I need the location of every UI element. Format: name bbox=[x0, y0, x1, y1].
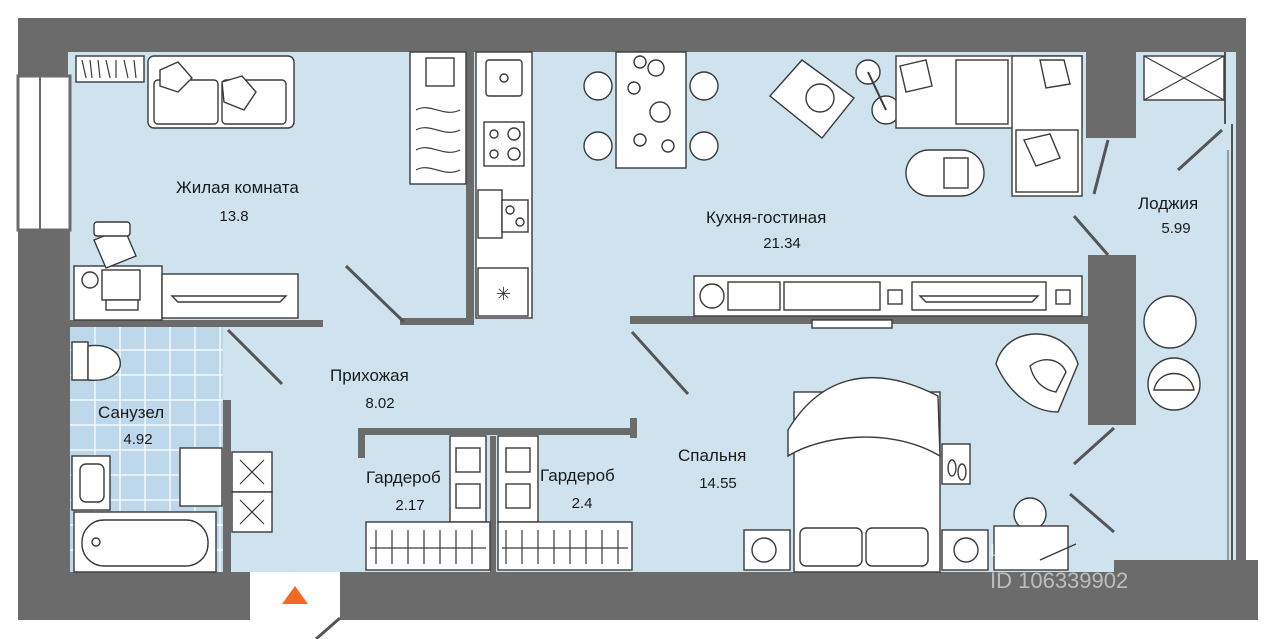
door-lines bbox=[226, 52, 1233, 560]
room-name-bedroom: Спальня bbox=[678, 446, 746, 465]
desk-icon bbox=[73, 265, 163, 321]
washing-machine-icon bbox=[179, 447, 223, 507]
media-unit-icon bbox=[693, 275, 1083, 329]
room-area-living: 13.8 bbox=[219, 208, 248, 225]
room-area-bathroom: 4.92 bbox=[123, 431, 152, 448]
oven-icon bbox=[477, 189, 529, 239]
shoe-rack-icon bbox=[231, 451, 273, 533]
room-labels: Жилая комната 13.8 Кухня-гостиная 21.34 … bbox=[98, 178, 1198, 514]
svg-text:✳: ✳ bbox=[496, 284, 511, 305]
bathroom-furniture bbox=[71, 341, 223, 573]
room-name-loggia: Лоджия bbox=[1138, 194, 1198, 213]
loggia-furniture bbox=[1143, 55, 1225, 411]
entry-arrow-icon bbox=[282, 586, 308, 604]
toilet-icon bbox=[71, 341, 121, 381]
corner-sofa-icon bbox=[895, 55, 1083, 197]
bookshelf-icon bbox=[75, 55, 145, 83]
room-name-bathroom: Санузел bbox=[98, 403, 164, 422]
walls bbox=[16, 18, 1258, 620]
dining-table-icon bbox=[583, 51, 719, 169]
room-name-closet-2: Гардероб bbox=[540, 466, 615, 485]
washbasin-icon bbox=[71, 455, 111, 511]
slippers-icon bbox=[941, 443, 971, 485]
watermark-id: ID 106339902 bbox=[990, 568, 1128, 593]
bedroom-armchair-icon bbox=[995, 333, 1079, 413]
round-table-icon bbox=[1143, 295, 1197, 349]
watermark: циан ID 106339902 bbox=[990, 536, 1128, 593]
watermark-brand: циан bbox=[990, 536, 1039, 561]
room-name-hallway: Прихожая bbox=[330, 366, 409, 385]
room-name-living: Жилая комната bbox=[176, 178, 299, 197]
closet-right-icon bbox=[497, 435, 633, 571]
room-area-closet-1: 2.17 bbox=[395, 497, 424, 514]
room-area-kitchen-living: 21.34 bbox=[763, 235, 801, 252]
room-area-closet-2: 2.4 bbox=[572, 495, 593, 512]
bedroom-furniture bbox=[743, 333, 1079, 573]
fridge-icon: ✳ bbox=[477, 267, 529, 317]
plant-icon bbox=[993, 497, 1077, 571]
entry-line bbox=[315, 616, 341, 639]
closet-left-icon bbox=[365, 435, 491, 571]
tv-stand-icon bbox=[161, 273, 299, 319]
room-area-bedroom: 14.55 bbox=[699, 475, 737, 492]
storage-box-icon bbox=[1143, 55, 1225, 101]
floor-lamp-icon bbox=[855, 59, 901, 125]
coffee-table-icon bbox=[905, 149, 985, 197]
room-name-closet-1: Гардероб bbox=[366, 468, 441, 487]
lounge-chair-icon bbox=[1147, 357, 1201, 411]
armchair-icon bbox=[768, 59, 856, 139]
stove-icon bbox=[483, 121, 525, 167]
sofa-icon bbox=[147, 55, 295, 129]
room-area-hallway: 8.02 bbox=[365, 395, 394, 412]
nightstand-icon bbox=[743, 529, 989, 571]
bathtub-icon bbox=[73, 511, 217, 573]
hallway-furniture bbox=[231, 435, 633, 571]
chair-icon bbox=[93, 221, 137, 269]
room-name-kitchen-living: Кухня-гостиная bbox=[706, 208, 826, 227]
bed-icon bbox=[787, 376, 941, 573]
wardrobe-icon bbox=[409, 51, 467, 185]
kitchen-furniture: ✳ bbox=[475, 51, 1083, 329]
room-area-loggia: 5.99 bbox=[1161, 220, 1190, 237]
living-room-furniture bbox=[73, 51, 467, 321]
